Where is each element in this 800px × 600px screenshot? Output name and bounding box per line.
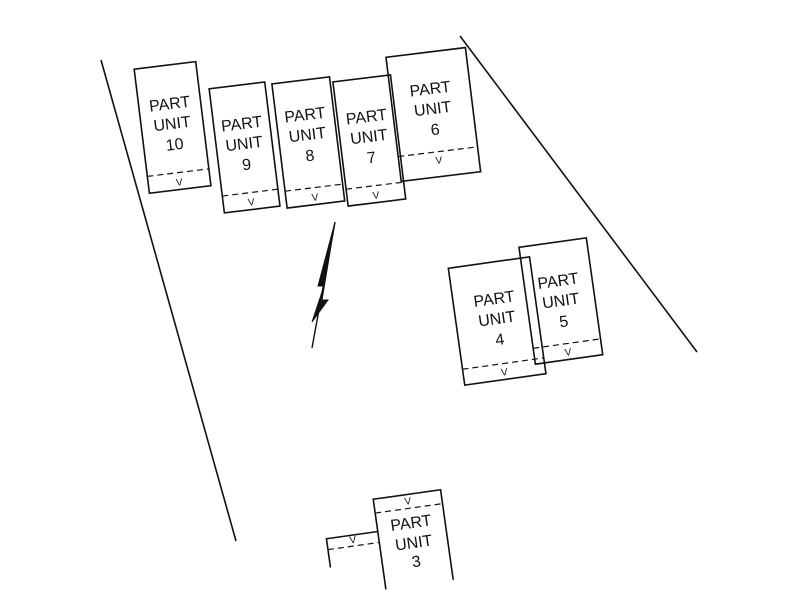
unit-3-line-2: UNIT — [394, 532, 434, 554]
unit-6-outline — [385, 46, 482, 183]
north-arrow-bolt — [311, 221, 336, 323]
unit-8-outline — [271, 76, 346, 209]
unit-4-dashed-line — [462, 357, 544, 370]
unit-5-dashed-line — [533, 338, 601, 349]
unit-3-outline — [372, 488, 455, 590]
unit-8-line-2: UNIT — [288, 125, 327, 146]
unit-4: PART UNIT 4 V — [447, 255, 547, 387]
unit-5: PART UNIT 5 V — [518, 236, 604, 366]
unit-9-line-2: UNIT — [225, 134, 264, 155]
unit-4-line-3: 4 — [494, 331, 505, 349]
unit-6-line-3: 6 — [430, 121, 441, 139]
unit-9-dashed-line — [222, 188, 278, 197]
unit-5-line-3: 5 — [558, 313, 569, 331]
unit-7-line-2: UNIT — [349, 127, 388, 148]
unit-4-line-1: PART — [473, 288, 516, 311]
unit-10-dashed-line — [147, 168, 209, 178]
unit-9-outline — [208, 81, 281, 214]
unit-adjacent-v-mark: V — [349, 535, 357, 547]
unit-10: PART UNIT 10 V — [133, 60, 212, 195]
unit-3-line-3: 3 — [411, 553, 422, 571]
unit-4-outline — [447, 255, 547, 387]
unit-3-dashed-line — [375, 503, 443, 514]
unit-10-outline — [133, 60, 212, 195]
unit-7-outline — [332, 74, 407, 207]
unit-8-v-mark: V — [311, 192, 319, 204]
unit-adjacent: V — [325, 530, 380, 568]
unit-10-line-3: 10 — [165, 136, 185, 155]
unit-5-outline — [518, 236, 604, 366]
unit-6: PART UNIT 6 V — [385, 46, 482, 183]
left-boundary-line — [100, 59, 237, 542]
north-arrow-icon — [311, 221, 336, 349]
unit-8-line-1: PART — [284, 105, 327, 127]
unit-3: V PART UNIT 3 — [372, 488, 455, 590]
unit-6-v-mark: V — [435, 155, 443, 167]
unit-4-line-2: UNIT — [477, 308, 517, 330]
unit-9-v-mark: V — [247, 197, 255, 209]
unit-7-line-3: 7 — [366, 149, 377, 167]
unit-5-line-2: UNIT — [541, 290, 581, 312]
unit-10-v-mark: V — [175, 177, 183, 189]
unit-7-dashed-line — [345, 181, 404, 190]
unit-5-line-1: PART — [537, 270, 580, 293]
unit-adjacent-outline — [325, 530, 379, 568]
unit-6-line-2: UNIT — [413, 99, 452, 120]
right-boundary-line — [459, 35, 698, 353]
unit-7: PART UNIT 7 V — [332, 74, 407, 207]
unit-7-line-1: PART — [345, 107, 388, 129]
unit-8-line-3: 8 — [305, 147, 316, 165]
unit-10-line-1: PART — [148, 94, 191, 116]
unit-9-line-3: 9 — [241, 156, 252, 174]
unit-7-v-mark: V — [372, 190, 380, 202]
unit-adjacent-dashed-line — [327, 541, 380, 551]
unit-4-v-mark: V — [500, 367, 508, 379]
unit-6-line-1: PART — [409, 79, 452, 101]
unit-8-dashed-line — [284, 183, 343, 192]
unit-9: PART UNIT 9 V — [208, 81, 281, 214]
unit-6-dashed-line — [398, 146, 478, 158]
unit-5-v-mark: V — [564, 347, 572, 359]
unit-3-line-1: PART — [389, 512, 432, 535]
unit-9-line-1: PART — [220, 114, 263, 136]
unit-8: PART UNIT 8 V — [271, 76, 346, 209]
unit-3-v-mark: V — [404, 496, 412, 508]
unit-10-line-2: UNIT — [153, 114, 192, 135]
